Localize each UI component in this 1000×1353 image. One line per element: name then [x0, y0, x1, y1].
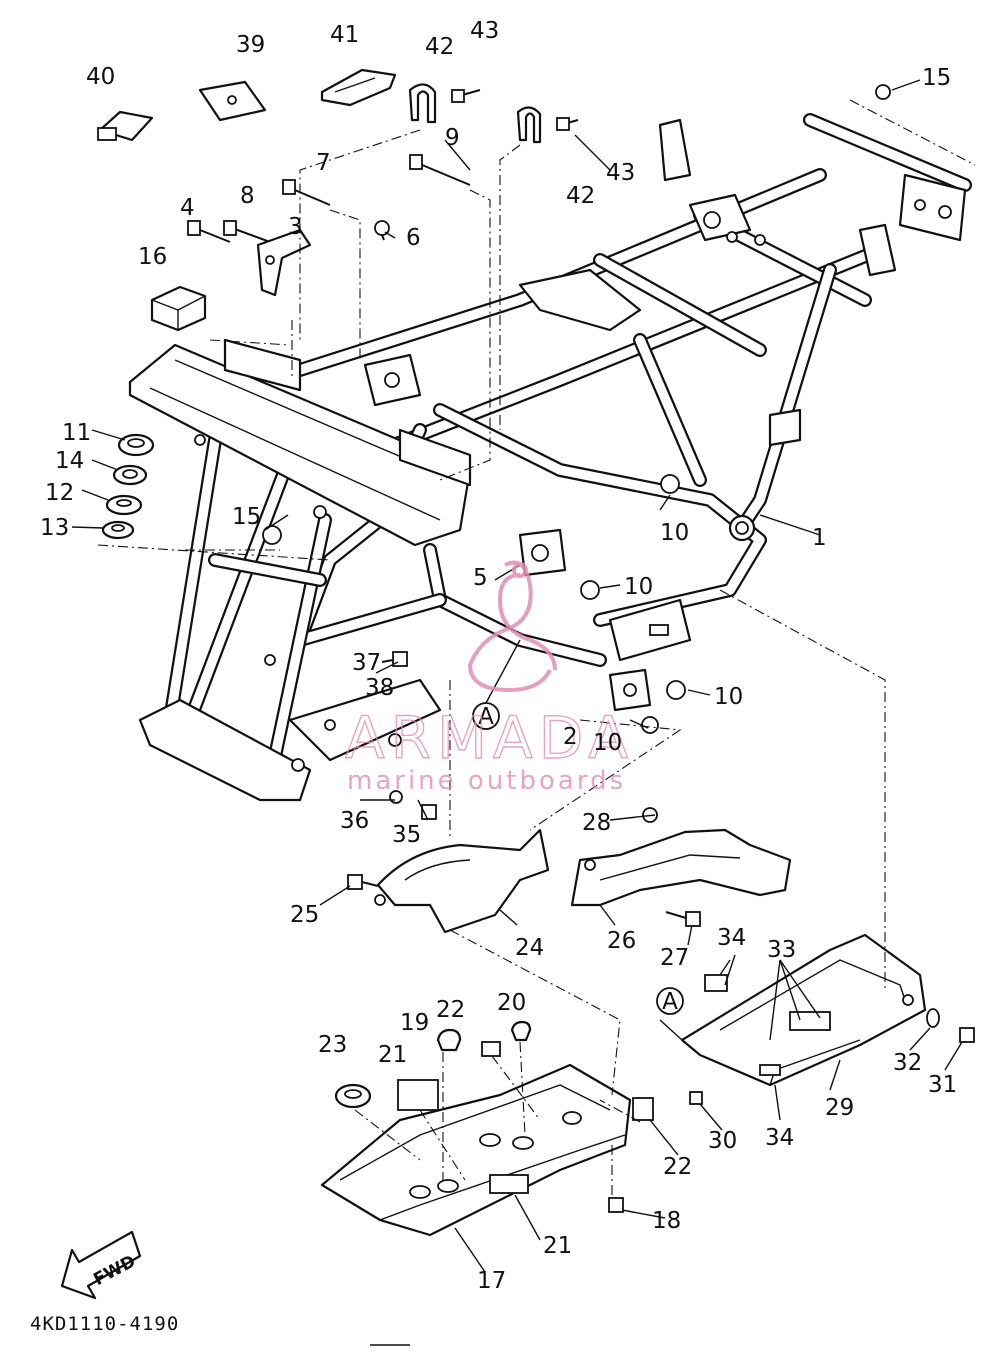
part-label: 2 [563, 724, 578, 750]
part-39-pad [198, 80, 267, 122]
part-label: 17 [477, 1268, 506, 1294]
part-label: 8 [240, 183, 255, 209]
part-label: 6 [406, 225, 421, 251]
part-label: 30 [708, 1128, 737, 1154]
watermark: ARMADA marine outboards [344, 560, 634, 796]
callout-a-text: A [478, 704, 494, 730]
part-16-block [150, 285, 207, 332]
part-label: 28 [582, 810, 611, 836]
part-label: 40 [86, 64, 115, 90]
part-label: 43 [470, 18, 499, 44]
part-label: 42 [566, 183, 595, 209]
part-label: 12 [45, 480, 74, 506]
part-label: 37 [352, 650, 381, 676]
part-label: 42 [425, 34, 454, 60]
part-label: 31 [928, 1072, 957, 1098]
part-label: 29 [825, 1095, 854, 1121]
callout-a-text: A [662, 989, 678, 1015]
part-label: 11 [62, 420, 91, 446]
part-label: 41 [330, 22, 359, 48]
part-label: 43 [606, 160, 635, 186]
fwd-arrow-icon: FWD [60, 1230, 142, 1300]
part-label: 9 [445, 125, 460, 151]
part-label: 10 [714, 684, 743, 710]
callout-a-lower: A [656, 987, 684, 1015]
watermark-tagline: marine outboards [347, 766, 626, 796]
bolts-top [187, 84, 891, 243]
part-label: 27 [660, 945, 689, 971]
frame-assembly [128, 113, 972, 802]
part-label: 10 [593, 730, 622, 756]
part-label: 34 [717, 925, 746, 951]
part-24-guard [374, 828, 550, 934]
part-label: 20 [497, 990, 526, 1016]
part-label: 32 [893, 1050, 922, 1076]
part-26-guard [570, 828, 792, 907]
part-label: 36 [340, 808, 369, 834]
part-labels: 1 2 3 4 5 6 7 8 9 10 10 10 10 11 12 13 1… [40, 18, 957, 1294]
watermark-logo-icon [467, 560, 557, 693]
part-41-grommet [320, 68, 397, 107]
part-label: 25 [290, 902, 319, 928]
part-label: 4 [180, 195, 195, 221]
part-label: 1 [812, 525, 827, 551]
part-label: 18 [652, 1208, 681, 1234]
part-label: 21 [378, 1042, 407, 1068]
part-label: 10 [660, 520, 689, 546]
part-label: 19 [400, 1010, 429, 1036]
callout-a-upper: A [472, 639, 521, 730]
part-42-hook [408, 83, 542, 144]
part-label: 21 [543, 1233, 572, 1259]
part-label: 3 [288, 214, 303, 240]
part-label: 13 [40, 515, 69, 541]
part-label: 23 [318, 1032, 347, 1058]
part-label: 33 [767, 937, 796, 963]
part-label: 24 [515, 935, 544, 961]
part-label: 34 [765, 1125, 794, 1151]
part-label: 15 [922, 65, 951, 91]
part-label: 10 [624, 574, 653, 600]
bushing-stack [101, 433, 282, 545]
nuts-10 [580, 474, 686, 823]
part-17-skid-plate [320, 1020, 654, 1237]
watermark-brand: ARMADA [345, 704, 634, 772]
part-label: 15 [232, 504, 261, 530]
part-label: 16 [138, 244, 167, 270]
part-29-skid-plate [680, 933, 975, 1105]
part-40-clip [97, 110, 154, 142]
part-label: 22 [663, 1154, 692, 1180]
drawing-code: 4KD1110-4190 [30, 1313, 179, 1335]
part-label: 5 [473, 565, 488, 591]
part-label: 35 [392, 822, 421, 848]
part-label: 26 [607, 928, 636, 954]
leader-lines [71, 79, 976, 1346]
part-label: 7 [316, 150, 331, 176]
part-label: 22 [436, 997, 465, 1023]
part-label: 39 [236, 32, 265, 58]
part-label: 38 [365, 675, 394, 701]
part-label: 14 [55, 448, 84, 474]
